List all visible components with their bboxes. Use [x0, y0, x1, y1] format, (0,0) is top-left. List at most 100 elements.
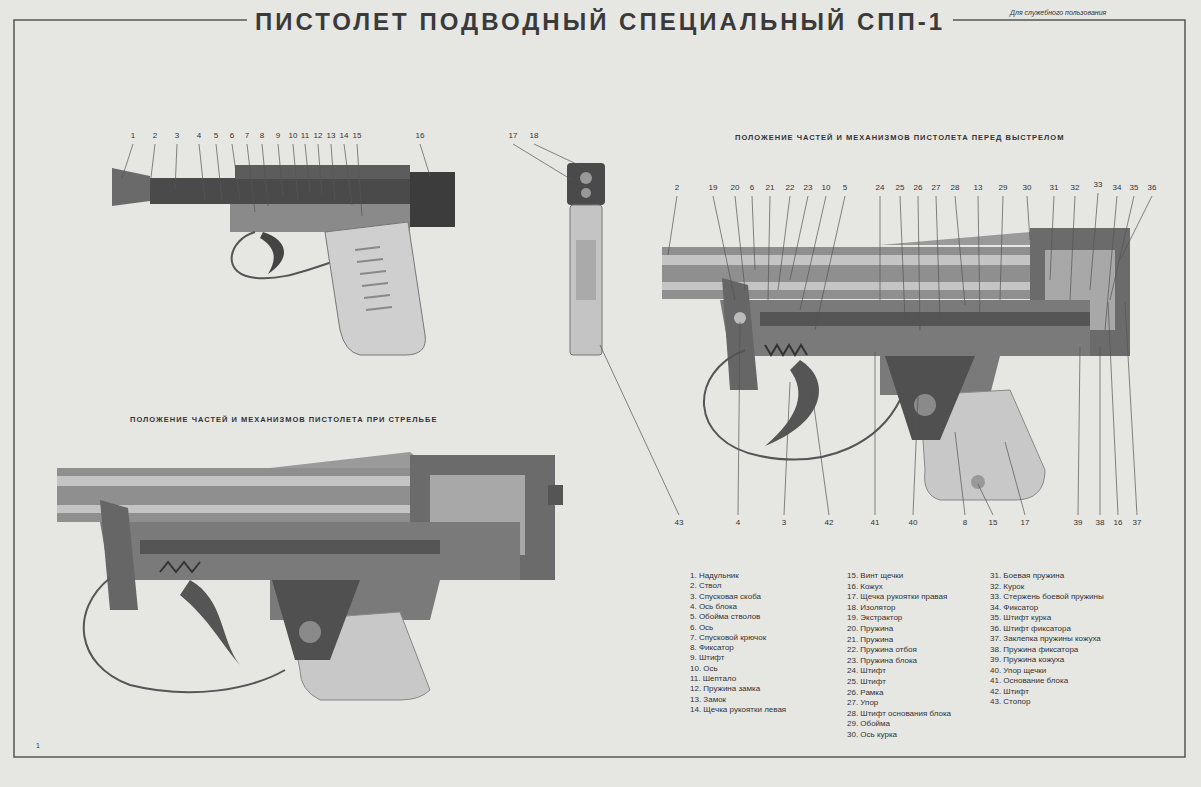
leader-line: [1000, 196, 1003, 300]
leader-line: [713, 196, 735, 300]
parts-list-item: 14. Щечка рукоятки левая: [690, 705, 786, 715]
callout-number: 21: [766, 183, 775, 193]
leader-line: [513, 144, 572, 180]
callout-number: 24: [876, 183, 885, 193]
parts-list-item: 11. Шептало: [690, 674, 736, 684]
parts-list-item: 24. Штифт: [847, 666, 886, 676]
section-heading: ПОЛОЖЕНИЕ ЧАСТЕЙ И МЕХАНИЗМОВ ПИСТОЛЕТА …: [735, 133, 1064, 142]
leader-line: [199, 144, 205, 200]
parts-list-item: 35. Штифт курка: [990, 613, 1051, 623]
callout-number: 33: [1094, 180, 1103, 190]
leader-line: [918, 196, 920, 330]
sheet-number: 1: [36, 742, 40, 749]
parts-list-item: 15. Винт щечки: [847, 571, 903, 581]
callout-number: 39: [1074, 518, 1083, 528]
callout-number: 4: [736, 518, 740, 528]
callout-number: 16: [1114, 518, 1123, 528]
callout-number: 6: [750, 183, 754, 193]
leader-line: [913, 397, 918, 515]
parts-list-item: 26. Рамка: [847, 688, 884, 698]
leader-line: [122, 144, 133, 178]
leader-line: [778, 196, 790, 290]
leader-line: [1005, 442, 1025, 515]
callout-number: 2: [675, 183, 679, 193]
leader-line: [420, 144, 430, 176]
leader-line: [305, 144, 310, 192]
parts-list-item: 4. Ось блока: [690, 602, 737, 612]
callout-number: 5: [214, 131, 218, 141]
callout-number: 29: [999, 183, 1008, 193]
parts-list-item: 17. Щечка рукоятки правая: [847, 592, 947, 602]
callout-number: 38: [1096, 518, 1105, 528]
leader-line: [978, 484, 993, 515]
pistol-end-view: [567, 163, 605, 355]
parts-list-item: 40. Упор щечки: [990, 666, 1046, 676]
parts-list-item: 41. Основание блока: [990, 676, 1068, 686]
leader-line: [216, 144, 222, 200]
parts-list-item: 27. Упор: [847, 698, 878, 708]
leader-line: [293, 144, 298, 200]
leader-line: [1105, 196, 1117, 330]
callout-number: 15: [989, 518, 998, 528]
parts-list-item: 5. Обойма стволов: [690, 612, 760, 622]
leader-line: [600, 345, 679, 515]
callout-number: 32: [1071, 183, 1080, 193]
callout-number: 8: [260, 131, 264, 141]
callout-number: 27: [932, 183, 941, 193]
callout-number: 10: [289, 131, 298, 141]
leader-line: [1100, 347, 1101, 515]
parts-list-item: 10. Ось: [690, 664, 718, 674]
callout-number: 25: [896, 183, 905, 193]
poster-title: ПИСТОЛЕТ ПОДВОДНЫЙ СПЕЦИАЛЬНЫЙ СПП-1: [247, 8, 953, 36]
parts-list-item: 16. Кожух: [847, 582, 883, 592]
leader-line: [1110, 196, 1134, 300]
leader-line: [978, 196, 980, 320]
callout-number: 2: [153, 131, 157, 141]
leader-line: [875, 352, 876, 515]
parts-list-item: 33. Стержень боевой пружины: [990, 592, 1104, 602]
callout-number: 14: [340, 131, 349, 141]
callout-number: 18: [530, 131, 539, 141]
parts-list-item: 32. Курок: [990, 582, 1024, 592]
callout-number: 16: [416, 131, 425, 141]
callout-number: 31: [1050, 183, 1059, 193]
leader-line: [1120, 196, 1152, 260]
callout-number: 3: [175, 131, 179, 141]
parts-list-item: 42. Штифт: [990, 687, 1029, 697]
leader-line: [1090, 193, 1098, 290]
callout-number: 8: [963, 518, 967, 528]
callout-number: 36: [1148, 183, 1157, 193]
callout-number: 23: [804, 183, 813, 193]
leader-line: [955, 196, 965, 305]
parts-list-item: 38. Пружина фиксатора: [990, 645, 1078, 655]
callout-number: 3: [782, 518, 786, 528]
leader-line: [955, 432, 965, 515]
leader-line: [812, 392, 829, 515]
leader-line: [815, 196, 845, 330]
callout-number: 43: [675, 518, 684, 528]
parts-list-item: 25. Штифт: [847, 677, 886, 687]
callout-number: 26: [914, 183, 923, 193]
callout-number: 30: [1023, 183, 1032, 193]
parts-list-item: 13. Замок: [690, 695, 726, 705]
callout-number: 9: [276, 131, 280, 141]
leader-line: [900, 196, 905, 320]
leader-line: [232, 144, 240, 200]
classification-note: Для служебного пользования: [1010, 9, 1106, 16]
leader-line: [357, 144, 362, 216]
parts-list-item: 12. Пружина замка: [690, 684, 760, 694]
callout-number: 42: [825, 518, 834, 528]
leader-line: [738, 322, 740, 515]
parts-list-item: 19. Экстрактор: [847, 613, 902, 623]
callout-number: 13: [327, 131, 336, 141]
leader-line: [344, 144, 352, 205]
parts-list-item: 1. Надульник: [690, 571, 739, 581]
callout-number: 28: [951, 183, 960, 193]
leader-line: [1050, 196, 1054, 280]
leader-line: [262, 144, 268, 206]
leader-line: [1125, 302, 1137, 515]
parts-list-item: 28. Штифт основания блока: [847, 709, 951, 719]
callout-number: 22: [786, 183, 795, 193]
leader-line: [790, 196, 808, 280]
